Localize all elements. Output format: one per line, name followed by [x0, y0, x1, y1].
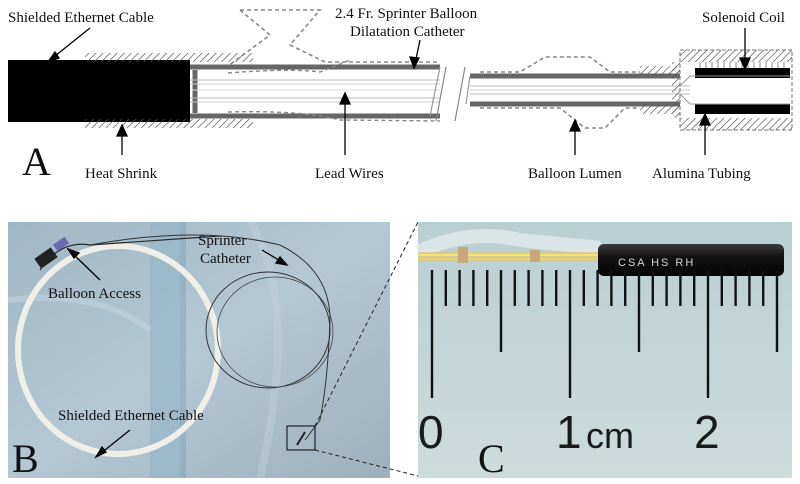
- balloon-outline: [480, 56, 640, 129]
- label-alumina-tubing: Alumina Tubing: [652, 166, 751, 182]
- label-catheter: Catheter: [200, 251, 251, 267]
- panel-letter-c: C: [478, 436, 505, 481]
- label-shielded-ethernet-cable: Shielded Ethernet Cable: [8, 10, 154, 26]
- magnified-region-box: [286, 425, 316, 451]
- panel-a-schematic: Shielded Ethernet Cable 2.4 Fr. Sprinter…: [8, 6, 793, 184]
- ethernet-cable-block: [8, 60, 190, 122]
- ethernet-cable-loop: [15, 243, 221, 457]
- ruler-number-1: 1: [556, 406, 582, 458]
- panel-c-photo: CSA HS RH 0 1 cm 2 C: [415, 222, 792, 481]
- panel-b-photo: Sprinter Catheter Balloon Access Shielde…: [7, 219, 390, 481]
- panel-letter-b: B: [12, 436, 39, 481]
- heat-shrink-right-bottom: [640, 104, 680, 114]
- solenoid-coil-bottom: [695, 104, 790, 114]
- label-shielded-ethernet-cable-b: Shielded Ethernet Cable: [58, 408, 204, 424]
- label-heat-shrink: Heat Shrink: [85, 166, 158, 182]
- panel-letter-a: A: [22, 139, 51, 184]
- zoom-line-bottom: [314, 449, 419, 477]
- sprinter-catheter-wire: [89, 234, 331, 441]
- label-lead-wires: Lead Wires: [315, 166, 384, 182]
- ruler-number-2: 2: [694, 406, 720, 458]
- ruler: [430, 270, 779, 398]
- catheter-tube-right: [465, 73, 690, 107]
- solenoid-coil-top: [695, 68, 790, 78]
- catheter-side-port: [227, 9, 440, 67]
- label-solenoid-coil: Solenoid Coil: [702, 10, 785, 26]
- label-catheter-line2: Dilatation Catheter: [350, 24, 465, 40]
- heat-shrink-bottom: [85, 119, 253, 128]
- zoom-line-top: [314, 221, 419, 427]
- label-sprinter: Sprinter: [198, 233, 246, 249]
- label-balloon-access: Balloon Access: [48, 286, 141, 302]
- heat-shrink-top: [85, 53, 253, 62]
- label-catheter-line1: 2.4 Fr. Sprinter Balloon: [335, 6, 478, 22]
- ruler-number-0: 0: [418, 406, 444, 458]
- catheter-tube-left: [190, 64, 441, 119]
- ruler-unit-cm: cm: [586, 415, 634, 456]
- label-balloon-lumen: Balloon Lumen: [528, 166, 622, 182]
- coil-tube: [598, 244, 784, 276]
- tube-print-text: CSA HS RH: [618, 257, 695, 269]
- heat-shrink-right-top: [640, 66, 680, 76]
